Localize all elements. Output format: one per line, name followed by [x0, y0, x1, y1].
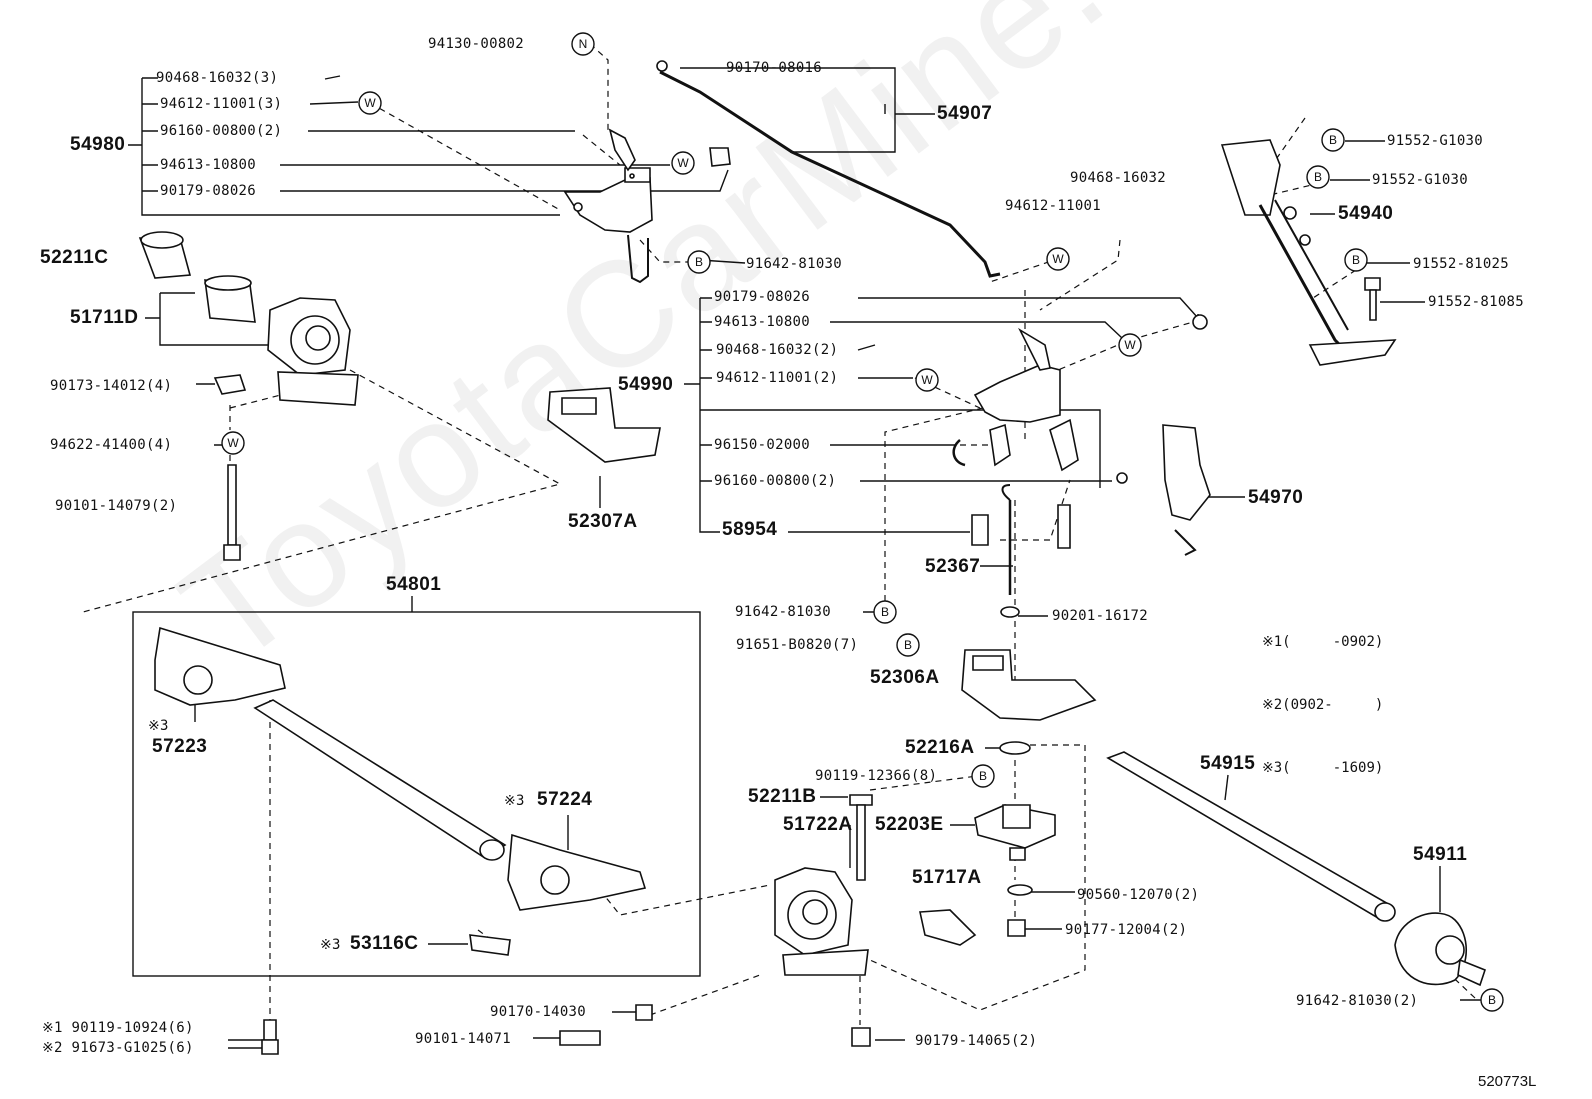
- label-90179-14065-2: 90179-14065(2): [915, 1033, 1038, 1049]
- callout-b-91552a: [1321, 128, 1345, 152]
- svg-text:B: B: [979, 769, 987, 783]
- label-91642-81030-b: 91642-81030: [735, 604, 832, 620]
- label-58954: 58954: [722, 519, 778, 540]
- label-90170-08016: 90170-08016: [726, 60, 823, 76]
- label-90119-10924-6: ※1 90119-10924(6): [42, 1020, 194, 1036]
- label-57223: 57223: [152, 736, 208, 757]
- label-94612-11001: 94612-11001: [1005, 198, 1102, 214]
- callout-w-94612b: [1046, 247, 1070, 271]
- label-52203e: 52203E: [875, 814, 944, 835]
- label-91552-81025: 91552-81025: [1413, 256, 1510, 272]
- label-91552-81085: 91552-81085: [1428, 294, 1525, 310]
- applicability-notes: ※1( -0902) ※2(0902- ) ※3( -1609): [1262, 590, 1383, 800]
- diagram-id: 520773L: [1478, 1073, 1537, 1090]
- label-54940: 54940: [1338, 203, 1394, 224]
- label-54980: 54980: [70, 134, 126, 155]
- label-94130-00802: 94130-00802: [428, 36, 525, 52]
- label-57224: 57224: [537, 789, 593, 810]
- label-91673-g1025-6: ※2 91673-G1025(6): [42, 1040, 194, 1056]
- label-94622-41400-4: 94622-41400(4): [50, 437, 173, 453]
- label-94613-10800: 94613-10800: [160, 157, 257, 173]
- label-90201-16172: 90201-16172: [1052, 608, 1149, 624]
- label-mark-57223: ※3: [148, 718, 169, 734]
- label-90179-08026: 90179-08026: [160, 183, 257, 199]
- label-54801: 54801: [386, 574, 442, 595]
- svg-text:W: W: [1052, 252, 1064, 266]
- callout-b-91642a: [687, 250, 711, 274]
- callout-w-94622: [221, 431, 245, 455]
- label-91642-81030-2: 91642-81030(2): [1296, 993, 1419, 1009]
- label-90468-16032: 90468-16032: [1070, 170, 1167, 186]
- label-52216a: 52216A: [905, 737, 975, 758]
- note-2: ※2(0902- ): [1262, 697, 1384, 713]
- label-52306a: 52306A: [870, 667, 940, 688]
- label-52367: 52367: [925, 556, 981, 577]
- svg-text:B: B: [1352, 253, 1360, 267]
- callout-b-91552b: [1306, 165, 1330, 189]
- label-54915: 54915: [1200, 753, 1256, 774]
- label-54970: 54970: [1248, 487, 1304, 508]
- label-90101-14079-2: 90101-14079(2): [55, 498, 178, 514]
- label-51722a: 51722A: [783, 814, 853, 835]
- callout-n-94130: [571, 32, 595, 56]
- label-90101-14071: 90101-14071: [415, 1031, 512, 1047]
- label-90119-12366-8: 90119-12366(8): [815, 768, 938, 784]
- label-96160-00800-2: 96160-00800(2): [160, 123, 283, 139]
- svg-text:B: B: [1329, 133, 1337, 147]
- label-90170-14030: 90170-14030: [490, 1004, 587, 1020]
- svg-text:W: W: [677, 156, 689, 170]
- svg-text:W: W: [921, 373, 933, 387]
- callout-b-91642c: [1480, 988, 1504, 1012]
- label-90177-12004-2: 90177-12004(2): [1065, 922, 1188, 938]
- svg-text:B: B: [1314, 170, 1322, 184]
- label-53116c: 53116C: [350, 933, 419, 954]
- label-90173-14012-4: 90173-14012(4): [50, 378, 173, 394]
- label-52211c: 52211C: [40, 247, 109, 268]
- callout-b-91552c: [1344, 248, 1368, 272]
- label-54907: 54907: [937, 103, 993, 124]
- callout-b-91642b: [873, 600, 897, 624]
- label-52307a: 52307A: [568, 511, 638, 532]
- svg-text:B: B: [904, 638, 912, 652]
- label-52211b: 52211B: [748, 786, 817, 807]
- label-96150-02000: 96150-02000: [714, 437, 811, 453]
- label-94612-11001-2: 94612-11001(2): [716, 370, 839, 386]
- callout-w-94612c: [915, 368, 939, 392]
- label-96160-00800-2-b: 96160-00800(2): [714, 473, 837, 489]
- callout-n-letter: N: [579, 37, 588, 51]
- callout-b-91651: [896, 633, 920, 657]
- label-94613-10800-b: 94613-10800: [714, 314, 811, 330]
- label-51711d: 51711D: [70, 307, 139, 328]
- callout-w-94613a: [671, 151, 695, 175]
- svg-text:B: B: [695, 255, 703, 269]
- callout-w-94612a: [358, 91, 382, 115]
- svg-text:W: W: [1124, 338, 1136, 352]
- label-mark-53116c: ※3: [320, 937, 341, 953]
- note-1: ※1( -0902): [1262, 634, 1384, 650]
- label-91552-g1030-b: 91552-G1030: [1372, 172, 1469, 188]
- label-91552-g1030-a: 91552-G1030: [1387, 133, 1484, 149]
- callout-w-94613b: [1118, 333, 1142, 357]
- label-90468-16032-3: 90468-16032(3): [156, 70, 279, 86]
- label-mark-57224: ※3: [504, 793, 525, 809]
- label-54990: 54990: [618, 374, 674, 395]
- svg-text:W: W: [364, 96, 376, 110]
- svg-text:B: B: [881, 605, 889, 619]
- label-91651-b0820-7: 91651-B0820(7): [736, 637, 859, 653]
- label-91642-81030-a: 91642-81030: [746, 256, 843, 272]
- callout-b-90119a: [971, 764, 995, 788]
- label-54911: 54911: [1413, 844, 1468, 865]
- label-90179-08026-b: 90179-08026: [714, 289, 811, 305]
- svg-text:W: W: [227, 436, 239, 450]
- svg-text:B: B: [1488, 993, 1496, 1007]
- label-90560-12070-2: 90560-12070(2): [1077, 887, 1200, 903]
- note-3: ※3( -1609): [1262, 760, 1384, 776]
- label-90468-16032-2: 90468-16032(2): [716, 342, 839, 358]
- label-51717a: 51717A: [912, 867, 982, 888]
- label-94612-11001-3: 94612-11001(3): [160, 96, 283, 112]
